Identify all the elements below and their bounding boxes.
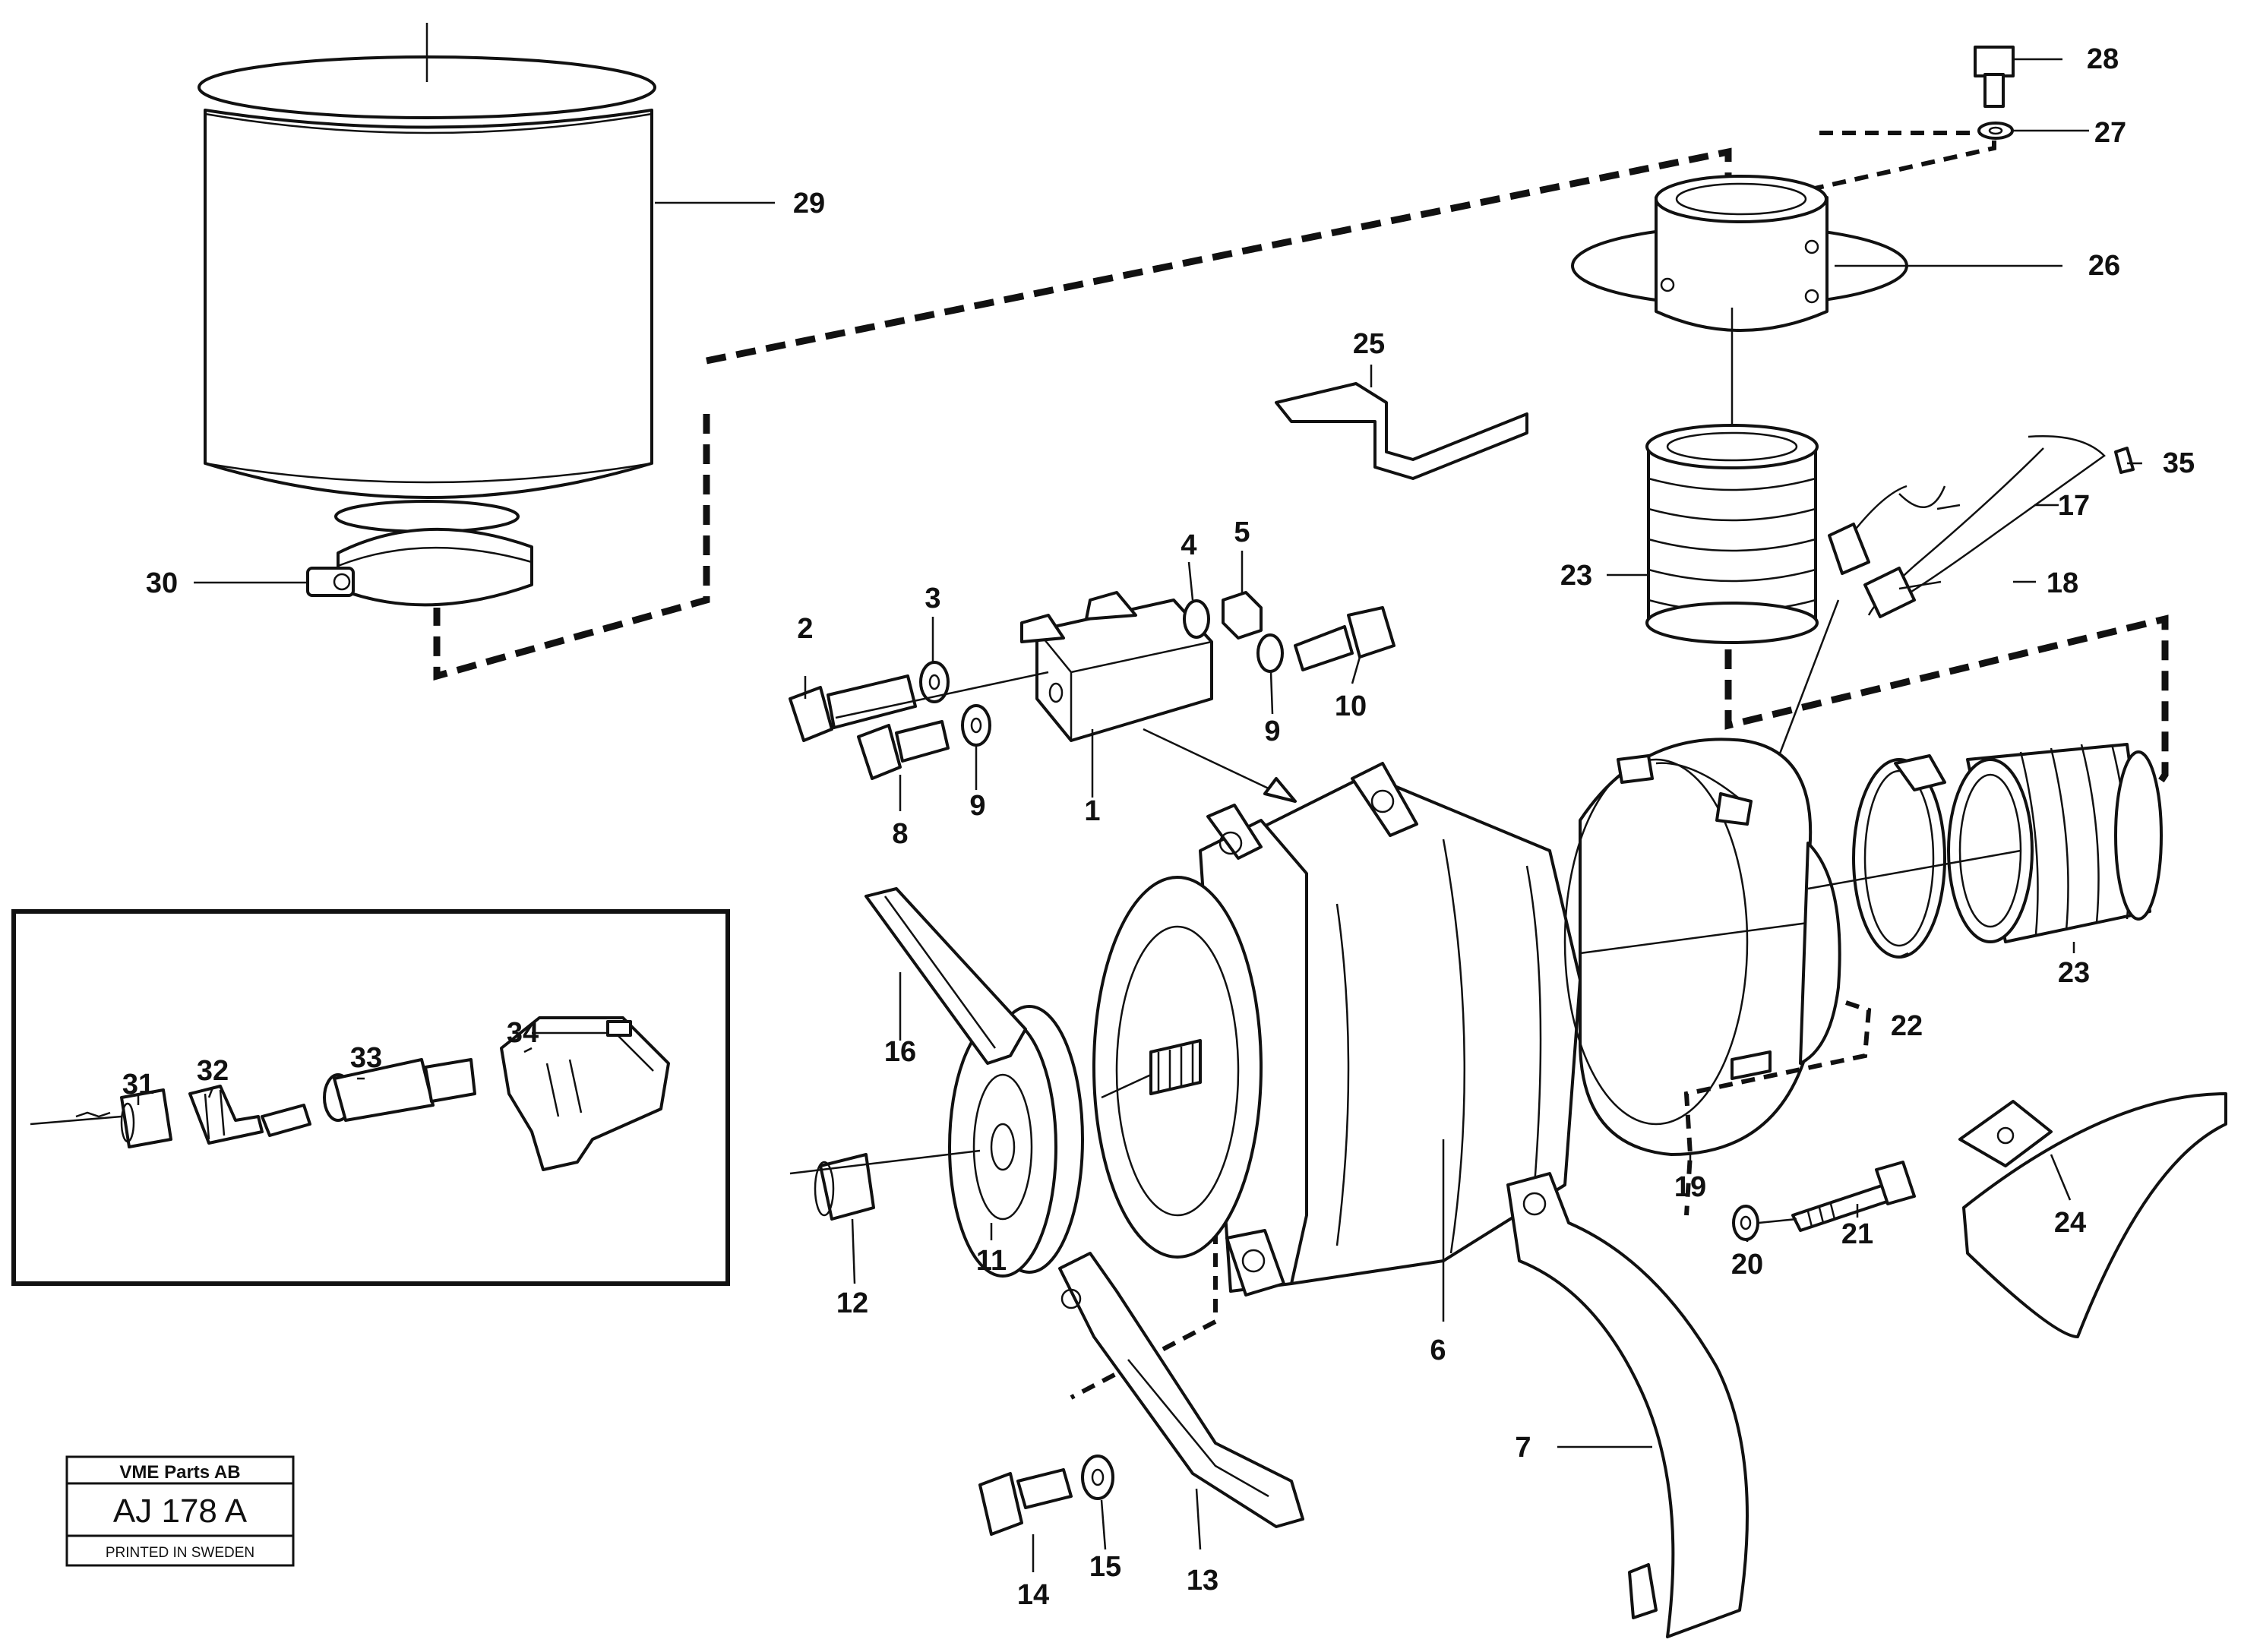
callout-8: 8 <box>892 818 908 850</box>
callout-10: 10 <box>1335 690 1367 722</box>
fan-shroud-19 <box>1563 738 1841 1156</box>
bracket-25 <box>1275 382 1528 480</box>
callout-numbers: 1 2 3 4 5 6 7 8 9 9 10 11 12 13 14 15 16… <box>122 43 2195 1611</box>
callout-16: 16 <box>884 1036 916 1068</box>
alternator-6 <box>1092 762 1582 1297</box>
callout-22: 22 <box>1891 1010 1923 1042</box>
axis-line-bolts <box>835 671 1049 719</box>
washer-3 <box>919 661 950 703</box>
callout-9-left: 9 <box>969 790 985 822</box>
callout-32: 32 <box>197 1055 229 1087</box>
spacer-12 <box>814 1153 875 1221</box>
arrowhead <box>1263 777 1297 803</box>
hose-clamp-upper <box>306 527 533 607</box>
callout-9-right: 9 <box>1264 715 1280 747</box>
axis-line-bolt21 <box>1758 1218 1797 1224</box>
routing-line-slot <box>1070 1208 1218 1400</box>
callout-27: 27 <box>2094 117 2126 149</box>
callout-34: 34 <box>507 1017 539 1049</box>
mounting-strap-24 <box>1958 1092 2227 1338</box>
pulley-11 <box>948 1005 1084 1278</box>
callout-1: 1 <box>1084 795 1100 827</box>
callout-7: 7 <box>1515 1432 1531 1464</box>
callout-13: 13 <box>1187 1565 1218 1597</box>
routing-line-filter <box>433 414 710 681</box>
callout-12: 12 <box>836 1287 868 1319</box>
callout-26: 26 <box>2088 250 2120 282</box>
washer-4 <box>1183 599 1210 639</box>
washer-20 <box>1732 1205 1759 1241</box>
connector-detail <box>30 1016 670 1171</box>
callout-29: 29 <box>793 188 825 220</box>
callout-3: 3 <box>925 583 940 614</box>
callout-17: 17 <box>2058 490 2090 522</box>
callout-21: 21 <box>1841 1218 1873 1250</box>
bellows-lower <box>1947 743 2163 943</box>
callout-30: 30 <box>146 567 178 599</box>
callout-23-lower: 23 <box>2058 957 2090 989</box>
title-block-printed: PRINTED IN SWEDEN <box>106 1545 254 1561</box>
callout-6: 6 <box>1430 1335 1446 1366</box>
callout-23-upper: 23 <box>1560 560 1592 592</box>
arrow-to-alternator <box>1143 728 1288 799</box>
washer-9-left <box>961 704 991 747</box>
callout-4: 4 <box>1181 529 1196 561</box>
drive-belt-16 <box>864 887 1027 1065</box>
routing-line-bracket <box>1807 131 1996 192</box>
hose-clamp-22 <box>1852 754 1946 959</box>
bolt-8 <box>857 720 950 780</box>
bolt-21 <box>1791 1161 1916 1232</box>
bolt-10 <box>1294 606 1395 671</box>
callout-14: 14 <box>1017 1579 1049 1611</box>
callout-2: 2 <box>797 613 813 645</box>
callout-25: 25 <box>1353 328 1385 360</box>
nut-5 <box>1222 591 1263 640</box>
title-block: VME Parts AB AJ 178 A PRINTED IN SWEDEN <box>65 1455 295 1567</box>
washer-15 <box>1081 1455 1114 1500</box>
washer-27 <box>1977 122 2014 140</box>
callout-24: 24 <box>2054 1207 2086 1239</box>
bolt-28 <box>1974 46 2015 108</box>
bushing-block-1 <box>1020 591 1213 742</box>
bolt-2 <box>789 674 917 742</box>
air-filter-housing <box>198 23 656 533</box>
callout-5: 5 <box>1234 516 1250 548</box>
title-block-company: VME Parts AB <box>119 1462 240 1483</box>
callout-19: 19 <box>1674 1171 1706 1203</box>
callout-18: 18 <box>2047 567 2078 599</box>
callout-33: 33 <box>350 1042 382 1074</box>
routing-line-filter-top <box>706 147 1732 365</box>
title-block-drawing-number: AJ 178 A <box>113 1492 248 1530</box>
intake-flange <box>1571 175 1908 332</box>
connector-detail-inset <box>11 909 730 1286</box>
wiring-harness <box>1776 435 2135 760</box>
washer-9-right <box>1256 633 1284 673</box>
callout-31: 31 <box>122 1069 154 1101</box>
callout-20: 20 <box>1731 1249 1763 1281</box>
callout-11: 11 <box>976 1245 1007 1277</box>
axis-line-shroud <box>1807 849 2021 890</box>
callout-28: 28 <box>2087 43 2119 75</box>
mount-bracket-7 <box>1506 1172 1749 1638</box>
axis-line-pulley <box>789 1149 981 1175</box>
bellows-upper <box>1645 308 1819 644</box>
bolt-14 <box>978 1468 1073 1536</box>
leader-lines <box>137 58 2142 1572</box>
routing-line-right <box>1724 614 2169 788</box>
callout-15: 15 <box>1089 1551 1121 1583</box>
adjusting-arm-13 <box>1058 1252 1304 1528</box>
callout-35: 35 <box>2163 447 2195 479</box>
